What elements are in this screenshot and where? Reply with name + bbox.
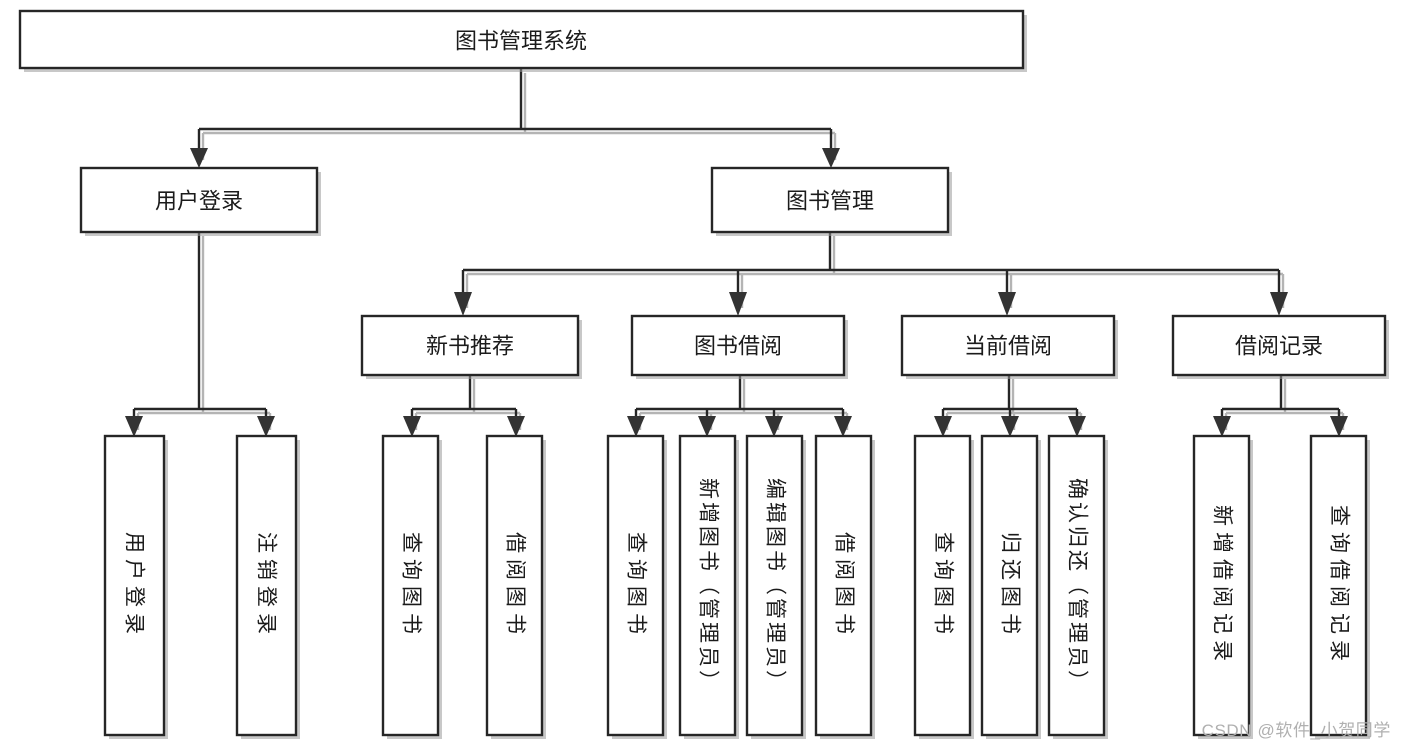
node-leaf-user-login-label: 用户登录 — [123, 532, 146, 640]
node-leaf-add-book-label: 新增图书（管理员） — [697, 478, 720, 694]
connector-root-shadow — [201, 73, 837, 160]
node-leaf-add-record-label: 新增借阅记录 — [1211, 505, 1234, 667]
node-root-box[interactable] — [18, 9, 1025, 70]
arrow-head-leaf-user-logout — [257, 416, 275, 437]
arrow-head-user-login — [190, 148, 208, 168]
connector-borrow-record-shadow — [1224, 379, 1345, 430]
arrow-head-leaf-user-login — [125, 416, 143, 437]
node-borrow-record-box[interactable] — [1171, 314, 1387, 377]
node-leaf-user-login[interactable]: 用户登录 — [103, 434, 168, 739]
node-borrow-record-label: 借阅记录 — [1235, 334, 1323, 359]
node-leaf-edit-book-box[interactable] — [745, 434, 804, 737]
node-leaf-edit-book-label: 编辑图书（管理员） — [764, 478, 787, 694]
node-leaf-add-record[interactable]: 新增借阅记录 — [1192, 434, 1253, 739]
connector-layer — [125, 69, 1348, 437]
node-leaf-borrow-book-2-label: 借阅图书 — [833, 532, 856, 640]
node-book-borrow-box[interactable] — [630, 314, 846, 377]
arrow-head-leaf-borrow-book-2 — [834, 416, 852, 437]
node-leaf-user-logout-box[interactable] — [235, 434, 298, 737]
node-leaf-query-record[interactable]: 查询借阅记录 — [1309, 434, 1370, 739]
csdn-watermark: CSDN @软件_小贺同学 — [1201, 721, 1391, 740]
connector-level3-shadow — [465, 236, 1285, 308]
connector-user-login-shadow — [136, 236, 272, 430]
node-leaf-query-book-3-box[interactable] — [913, 434, 972, 737]
node-leaf-return-book-label: 归还图书 — [999, 532, 1022, 640]
node-leaf-query-book-3-label: 查询图书 — [932, 532, 955, 640]
node-leaf-confirm-return-box[interactable] — [1047, 434, 1106, 737]
connector-new-book-rec-to-leaves — [410, 375, 518, 426]
node-new-book-rec-box[interactable] — [360, 314, 580, 377]
node-leaf-borrow-book-1-label: 借阅图书 — [504, 532, 527, 640]
arrow-head-new-book-rec — [454, 292, 472, 316]
node-book-borrow[interactable]: 图书借阅 — [630, 314, 848, 379]
node-leaf-return-book-box[interactable] — [980, 434, 1039, 737]
node-current-borrow[interactable]: 当前借阅 — [900, 314, 1118, 379]
arrow-head-current-borrow — [998, 292, 1016, 316]
node-borrow-record[interactable]: 借阅记录 — [1171, 314, 1389, 379]
node-leaf-borrow-book-2-box[interactable] — [814, 434, 873, 737]
arrow-head-leaf-query-record — [1330, 416, 1348, 437]
node-new-book-rec-label: 新书推荐 — [426, 334, 514, 359]
node-leaf-user-login-box[interactable] — [103, 434, 166, 737]
arrow-head-leaf-edit-book — [765, 416, 783, 437]
arrow-head-leaf-query-book-1 — [403, 416, 421, 437]
arrow-head-book-manage — [822, 148, 840, 168]
node-book-manage[interactable]: 图书管理 — [710, 166, 952, 236]
node-leaf-add-record-box[interactable] — [1192, 434, 1251, 737]
node-leaf-borrow-book-1-box[interactable] — [485, 434, 544, 737]
connector-book-borrow-to-leaves — [634, 375, 845, 426]
node-new-book-rec[interactable]: 新书推荐 — [360, 314, 582, 379]
node-leaf-edit-book[interactable]: 编辑图书（管理员） — [745, 434, 806, 739]
node-leaf-query-book-1-label: 查询图书 — [400, 532, 423, 640]
node-leaf-confirm-return[interactable]: 确认归还（管理员） — [1047, 434, 1108, 739]
node-user-login-label: 用户登录 — [155, 189, 243, 214]
node-root[interactable]: 图书管理系统 — [18, 9, 1027, 72]
node-leaf-user-logout[interactable]: 注销登录 — [235, 434, 300, 739]
node-leaf-query-book-1-box[interactable] — [381, 434, 440, 737]
node-user-login-box[interactable] — [79, 166, 319, 234]
node-leaf-user-logout-label: 注销登录 — [255, 532, 278, 640]
arrow-head-leaf-query-book-2 — [627, 416, 645, 437]
node-leaf-borrow-book-2[interactable]: 借阅图书 — [814, 434, 875, 739]
node-leaf-query-book-2[interactable]: 查询图书 — [606, 434, 667, 739]
node-leaf-query-book-1[interactable]: 查询图书 — [381, 434, 442, 739]
arrow-head-leaf-query-book-3 — [934, 416, 952, 437]
arrow-head-leaf-add-record — [1213, 416, 1231, 437]
connector-new-book-rec-shadow — [414, 379, 522, 430]
connector-book-manage-to-level3 — [461, 232, 1281, 304]
connector-user-login-to-leaves — [132, 232, 268, 426]
arrow-head-leaf-confirm-return — [1068, 416, 1086, 437]
node-leaf-borrow-book-1[interactable]: 借阅图书 — [485, 434, 546, 739]
node-current-borrow-box[interactable] — [900, 314, 1116, 377]
node-leaf-query-book-3[interactable]: 查询图书 — [913, 434, 974, 739]
node-leaf-query-book-2-box[interactable] — [606, 434, 665, 737]
node-leaf-add-book-box[interactable] — [678, 434, 737, 737]
arrow-head-leaf-return-book — [1001, 416, 1019, 437]
node-leaf-return-book[interactable]: 归还图书 — [980, 434, 1041, 739]
node-user-login[interactable]: 用户登录 — [79, 166, 321, 236]
arrow-head-borrow-record — [1270, 292, 1288, 316]
node-leaf-query-record-label: 查询借阅记录 — [1328, 505, 1351, 667]
node-root-label: 图书管理系统 — [455, 29, 587, 54]
node-leaf-confirm-return-label: 确认归还（管理员） — [1066, 478, 1089, 694]
node-current-borrow-label: 当前借阅 — [964, 334, 1052, 359]
connector-borrow-record-to-leaves — [1220, 375, 1341, 426]
connector-book-borrow-shadow — [638, 379, 849, 430]
node-book-manage-label: 图书管理 — [786, 189, 874, 214]
node-leaf-add-book[interactable]: 新增图书（管理员） — [678, 434, 739, 739]
node-book-borrow-label: 图书借阅 — [694, 334, 782, 359]
node-leaf-query-record-box[interactable] — [1309, 434, 1368, 737]
arrow-head-book-borrow — [729, 292, 747, 316]
arrow-head-leaf-add-book — [698, 416, 716, 437]
connector-root-to-level2 — [197, 69, 833, 156]
node-leaf-query-book-2-label: 查询图书 — [625, 532, 648, 640]
arrow-head-leaf-borrow-book-1 — [507, 416, 525, 437]
node-book-manage-box[interactable] — [710, 166, 950, 234]
